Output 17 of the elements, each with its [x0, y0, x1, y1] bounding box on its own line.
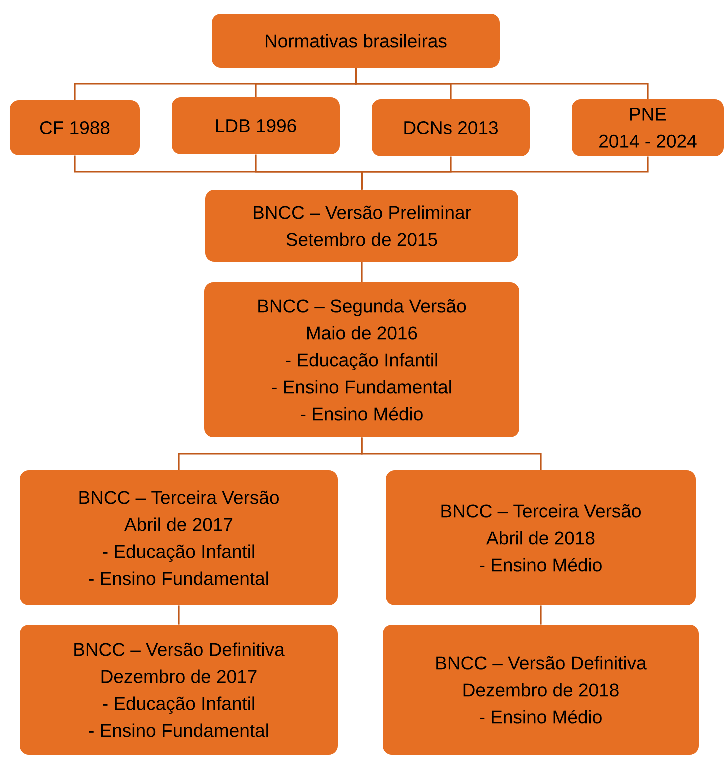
connector-line [361, 438, 542, 470]
connector-line [178, 606, 180, 625]
process-box: BNCC – Versão Preliminar Setembro de 2015 [206, 190, 518, 262]
process-box: Normativas brasileiras [212, 14, 500, 68]
connector-line [361, 262, 363, 282]
process-box: CF 1988 [10, 100, 140, 156]
process-box: DCNs 2013 [372, 100, 530, 156]
connector-line [361, 156, 649, 190]
process-box: BNCC – Segunda Versão Maio de 2016 - Educação Infantil - Ensino Fundamental - Ensino Médio [204, 282, 520, 438]
connector-line [355, 68, 649, 100]
process-box: BNCC – Terceira Versão Abril de 2018 - Ensino Médio [386, 470, 696, 606]
process-box: LDB 1996 [172, 98, 340, 154]
process-box: BNCC – Terceira Versão Abril de 2017 - Educação Infantil - Ensino Fundamental [20, 470, 338, 606]
process-box: BNCC – Versão Definitiva Dezembro de 2018 - Ensino Médio [383, 625, 699, 755]
process-box: BNCC – Versão Definitiva Dezembro de 2017 - Educação Infantil - Ensino Fundamental [20, 625, 338, 755]
connector-line [540, 606, 542, 625]
process-box: PNE 2014 - 2024 [572, 100, 724, 156]
